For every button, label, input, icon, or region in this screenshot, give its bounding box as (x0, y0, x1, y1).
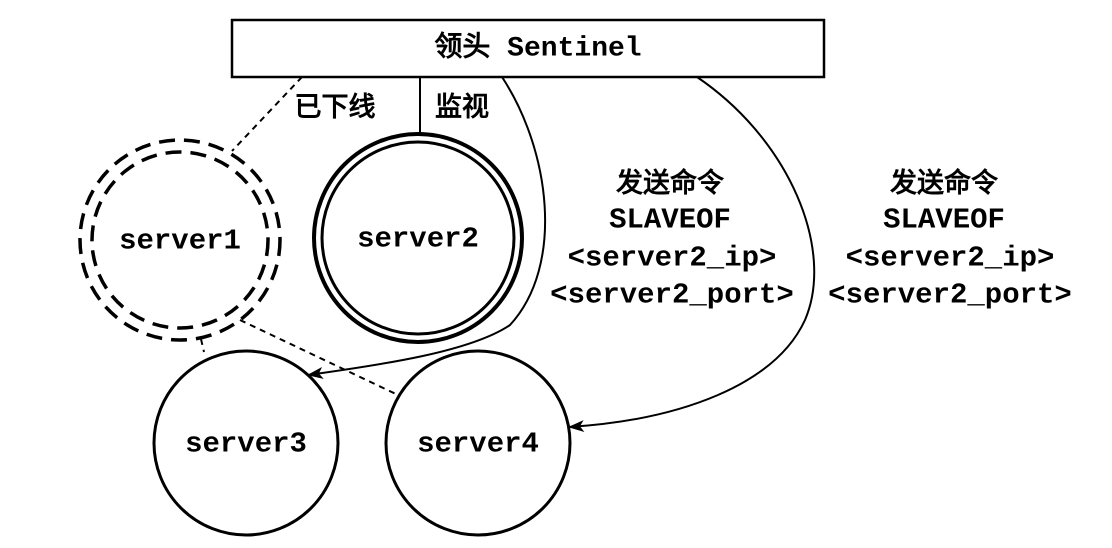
command-heading: 发送命令 (615, 167, 725, 198)
server2-node: server2 (312, 132, 524, 344)
arrow-leader-to-server3 (307, 76, 546, 379)
command-name: SLAVEOF (883, 204, 1005, 237)
server3-node: server3 (152, 349, 340, 537)
leader-sentinel-node: 领头 Sentinel (230, 18, 826, 79)
command-ip-arg: <server2_ip> (846, 242, 1055, 275)
arrow-leader-to-server4 (568, 76, 816, 433)
connector-leader-server1-offline (231, 76, 303, 152)
command-block-server4: 发送命令 SLAVEOF <server2_ip> <server2_port> (828, 167, 1072, 312)
command-block-server3: 发送命令 SLAVEOF <server2_ip> <server2_port> (550, 167, 794, 312)
offline-label: 已下线 (295, 92, 376, 122)
server2-outer-ring (312, 132, 524, 344)
server4-ring (384, 349, 572, 537)
connector-server1-server3 (200, 338, 205, 353)
command-name: SLAVEOF (609, 204, 731, 237)
monitor-label: 监视 (435, 92, 489, 122)
command-port-arg: <server2_port> (550, 279, 794, 312)
server3-ring (152, 349, 340, 537)
server1-label: server1 (119, 225, 241, 258)
server4-node: server4 (384, 349, 572, 537)
server2-inner-ring (320, 140, 516, 336)
server3-label: server3 (185, 428, 307, 461)
command-heading: 发送命令 (889, 167, 999, 198)
leader-sentinel-label: 领头 Sentinel (434, 30, 641, 65)
server1-inner-ring (90, 150, 270, 330)
server4-label: server4 (417, 428, 539, 461)
server1-node: server1 (78, 138, 282, 342)
command-ip-arg: <server2_ip> (568, 242, 777, 275)
leader-sentinel-box (230, 18, 826, 79)
connector-server1-server4 (239, 319, 399, 396)
server2-label: server2 (357, 223, 479, 256)
command-port-arg: <server2_port> (828, 279, 1072, 312)
server1-outer-ring (78, 138, 282, 342)
